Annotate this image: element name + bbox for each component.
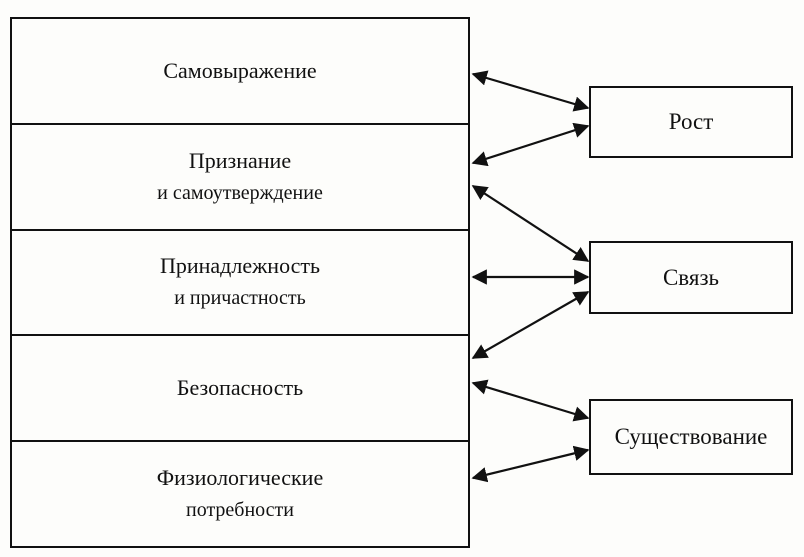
level-label: Физиологические (156, 465, 324, 491)
level-self-expression: Самовыражение (12, 19, 468, 125)
level-recognition: Признание и самоутверждение (12, 125, 468, 231)
level-label-line2: потребности (186, 499, 294, 522)
double-arrow-level-1-need-0 (471, 122, 590, 167)
need-box-growth: Рост (589, 86, 793, 158)
double-arrow-level-1-need-1 (471, 185, 590, 262)
level-belonging: Принадлежность и причастность (12, 231, 468, 337)
maslow-hierarchy-stack: Самовыражение Признание и самоутверждени… (10, 17, 470, 548)
double-arrow-level-3-need-2 (471, 379, 590, 422)
level-label-line2: и причастность (174, 287, 306, 310)
need-box-existence: Существование (589, 399, 793, 475)
level-physiological: Физиологические потребности (12, 442, 468, 546)
double-arrow-level-4-need-2 (471, 445, 590, 483)
need-label: Связь (662, 264, 720, 290)
double-arrow-level-0-need-0 (471, 70, 590, 112)
level-label: Признание (188, 147, 292, 173)
need-label: Существование (614, 424, 768, 449)
need-box-relatedness: Связь (589, 241, 793, 314)
level-label: Безопасность (176, 375, 304, 401)
level-label: Принадлежность (159, 253, 321, 279)
double-arrow-level-3-need-1 (471, 291, 590, 359)
level-label-line2: и самоутверждение (157, 181, 323, 204)
level-label: Самовыражение (163, 57, 317, 83)
level-safety: Безопасность (12, 336, 468, 443)
need-label: Рост (668, 109, 714, 134)
